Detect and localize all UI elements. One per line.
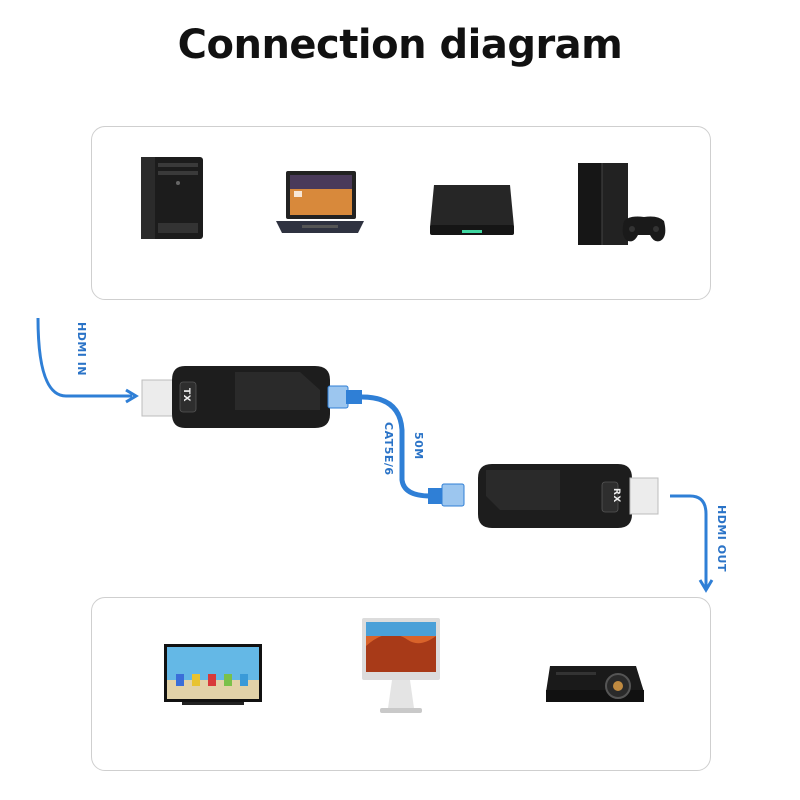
hdmi-out-label: HDMI OUT: [715, 505, 728, 572]
source-devices-panel: [91, 126, 711, 300]
tv-icon: [164, 644, 262, 705]
game-console-icon: [578, 163, 666, 245]
projector-icon: [546, 666, 644, 702]
cable-type-label: CAT5E/6: [382, 422, 395, 476]
hdmi-out-arrowhead: [698, 579, 714, 593]
desktop-pc-icon: [141, 157, 203, 239]
hdmi-in-arrowhead: [125, 388, 139, 404]
laptop-icon: [276, 171, 364, 233]
extender-diagram: [36, 317, 714, 593]
rx-label: RX: [611, 488, 621, 503]
monitor-icon: [362, 618, 440, 713]
hdmi-out-arrow: [670, 494, 708, 588]
display-devices-panel: [91, 597, 711, 771]
hdmi-in-label: HDMI IN: [75, 322, 88, 377]
hdmi-in-arrow: [36, 317, 132, 398]
page-title: Connection diagram: [177, 22, 623, 68]
lan-cable: [327, 385, 465, 507]
rx-extender: [478, 464, 659, 528]
tv-box-icon: [430, 185, 514, 235]
tx-label: TX: [181, 388, 191, 403]
cable-length-label: 50M: [412, 432, 425, 460]
tx-extender: [141, 366, 330, 428]
